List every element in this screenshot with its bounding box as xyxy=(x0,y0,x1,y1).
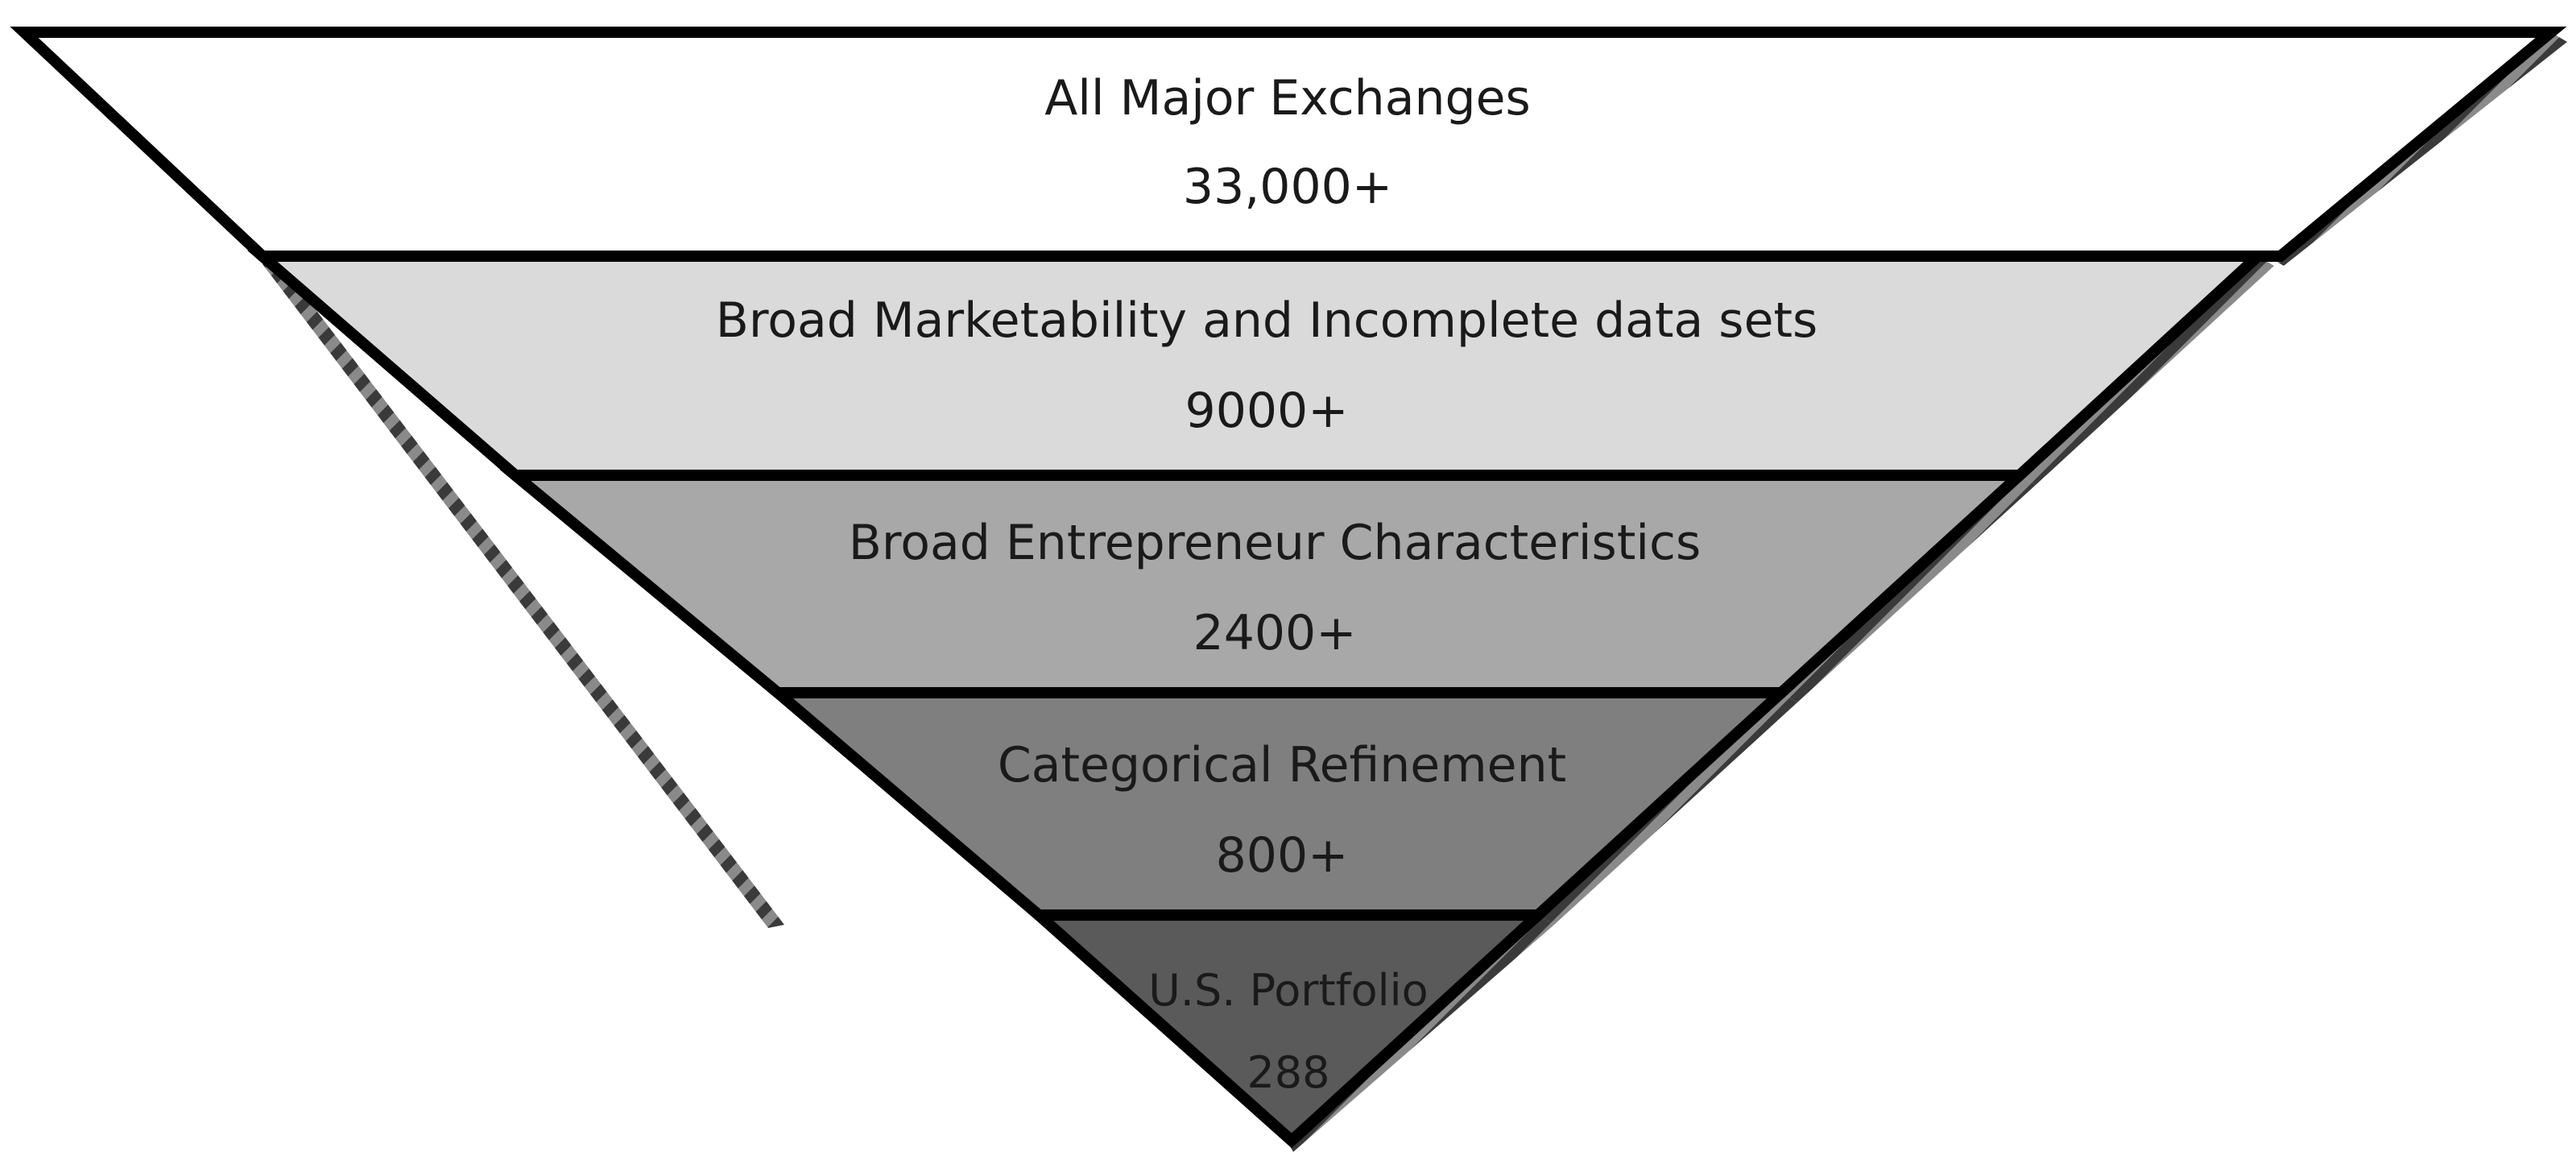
shadow-band-2 xyxy=(2020,256,2274,485)
level-5-label: U.S. Portfolio xyxy=(1148,965,1428,1016)
level-2-label: Broad Marketability and Incomplete data … xyxy=(716,292,1818,349)
level-1-label: All Major Exchanges xyxy=(1044,70,1531,126)
funnel-level-2 xyxy=(247,251,2272,481)
level-3-count: 2400+ xyxy=(1193,605,1357,661)
level-2-count: 9000+ xyxy=(1185,383,1349,439)
level-4-label: Categorical Refinement xyxy=(998,737,1566,793)
funnel-level-1 xyxy=(10,27,2567,262)
funnel-level-5 xyxy=(1023,909,1553,1149)
level-4-count: 800+ xyxy=(1216,827,1349,884)
shadow-band-5 xyxy=(1285,915,1554,1152)
shadow-left xyxy=(263,261,784,928)
shadow-band-4 xyxy=(1538,693,1797,925)
level-1-count: 33,000+ xyxy=(1183,159,1392,215)
shadow-band-3 xyxy=(1781,475,2036,702)
level-3-label: Broad Entrepreneur Characteristics xyxy=(849,515,1701,571)
funnel-labels: All Major Exchanges 33,000+ Broad Market… xyxy=(716,70,1818,1098)
funnel-levels xyxy=(10,27,2567,1149)
level-5-count: 288 xyxy=(1247,1047,1329,1098)
